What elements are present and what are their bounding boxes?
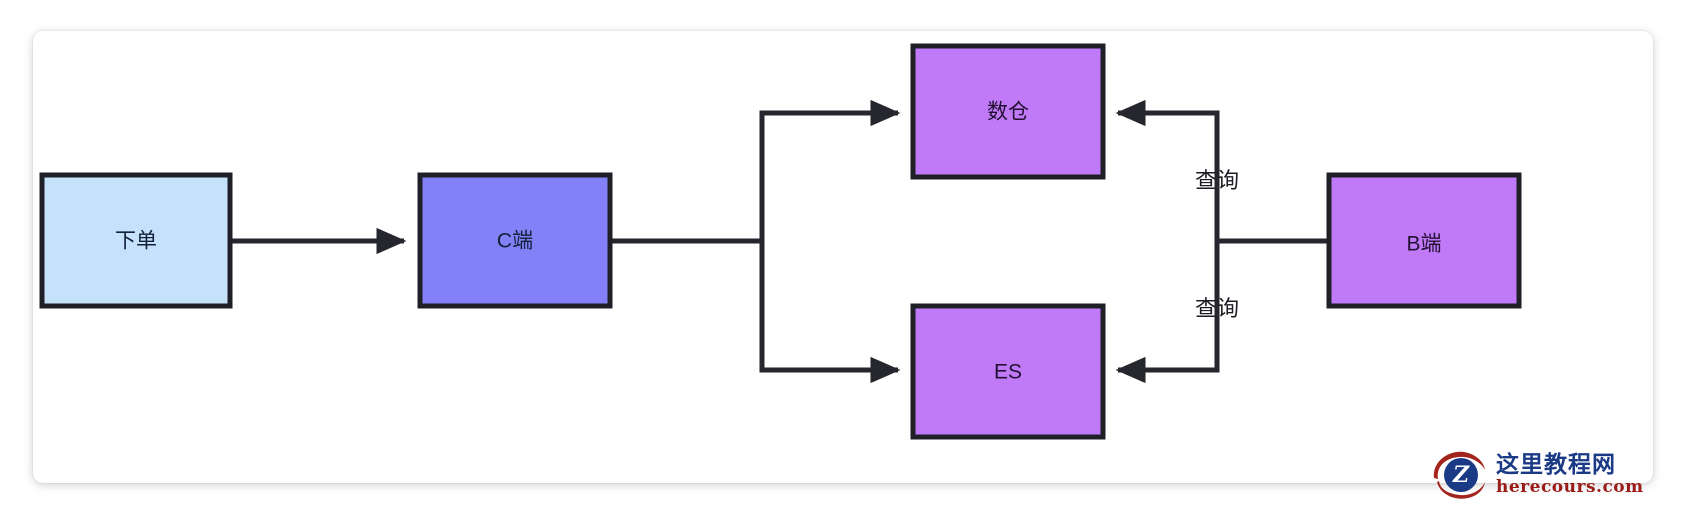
edge-c-end-to-warehouse xyxy=(610,99,901,244)
node-c-end[interactable]: C端 xyxy=(417,172,613,309)
node-order[interactable]: 下单 xyxy=(39,172,233,309)
edge-label-query-top: 查询 xyxy=(1195,168,1239,193)
node-warehouse-label: 数仓 xyxy=(987,101,1029,124)
node-c-end-label: C端 xyxy=(497,230,533,253)
node-order-label: 下单 xyxy=(115,230,157,253)
node-es[interactable]: ES xyxy=(910,303,1106,440)
node-es-label: ES xyxy=(994,361,1022,384)
edge-label-query-bottom: 查询 xyxy=(1195,296,1239,321)
node-warehouse[interactable]: 数仓 xyxy=(910,43,1106,180)
edge-b-end-to-es xyxy=(1115,241,1220,384)
node-b-end-label: B端 xyxy=(1406,233,1441,256)
node-b-end[interactable]: B端 xyxy=(1326,172,1522,309)
edge-c-end-to-es xyxy=(759,241,901,384)
edge-b-end-to-warehouse xyxy=(1115,99,1329,244)
